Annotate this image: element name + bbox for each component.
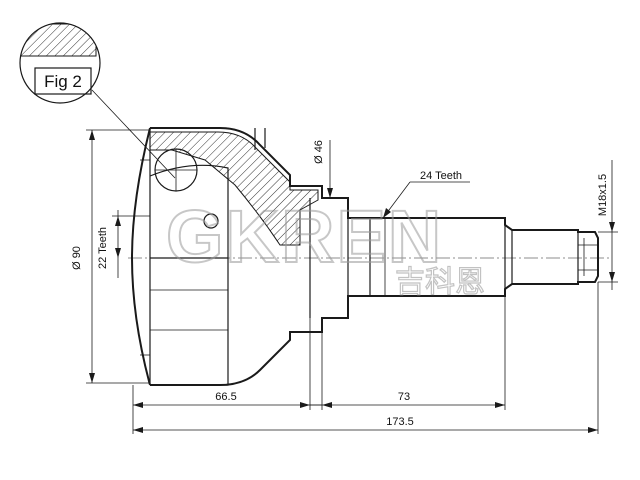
dim-outer-diameter: Ø 90 (71, 129, 150, 384)
length-bell-label: 66.5 (215, 391, 236, 403)
ball-bearing (154, 148, 219, 229)
figure-label: Fig 2 (44, 72, 82, 91)
inner-teeth-label: 22 Teeth (97, 227, 109, 269)
brand-watermark: GKREN 吉科恩 (165, 194, 486, 301)
bell-housing (130, 127, 330, 386)
detail-callout: Fig 2 (19, 22, 176, 179)
watermark-brand-cn: 吉科恩 (395, 265, 485, 300)
length-total-label: 173.5 (386, 416, 414, 428)
shaft-diameter-label: Ø 46 (313, 140, 325, 164)
watermark-brand: GKREN (166, 195, 443, 278)
outer-teeth-label: 24 Teeth (420, 170, 462, 182)
length-shaft-label: 73 (398, 391, 410, 403)
thread-label: M18x1.5 (597, 174, 609, 216)
stub-shaft (309, 197, 599, 319)
dim-outer-teeth: 24 Teeth (382, 170, 470, 219)
outer-diameter-label: Ø 90 (71, 246, 83, 270)
dim-inner-teeth: 22 Teeth (97, 210, 150, 278)
dim-lengths: 66.5 73 173.5 (132, 282, 599, 434)
dim-shaft-diameter: Ø 46 (313, 140, 333, 198)
dim-thread: M18x1.5 (597, 160, 618, 290)
